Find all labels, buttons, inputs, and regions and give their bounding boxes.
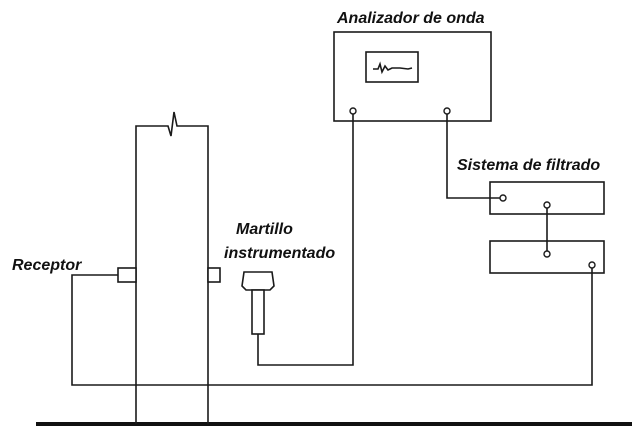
wave-analyzer-label: Analizador de onda (336, 10, 485, 27)
receiver-label: Receptor (12, 257, 82, 274)
wire-receiver-to-filter (71, 268, 593, 386)
analyzer-output-terminal (443, 107, 451, 115)
pile-column (135, 111, 209, 424)
analyzer-input-terminal (349, 107, 357, 115)
hammer-handle (251, 289, 265, 335)
filter-bottom-output-terminal (588, 261, 596, 269)
wire-hammer-to-analyzer (257, 114, 354, 366)
filter-system-label: Sistema de filtrado (457, 157, 600, 174)
opposite-sensor (207, 267, 221, 283)
filter-top-input-terminal (499, 194, 507, 202)
filter-top-link-terminal (543, 201, 551, 209)
hammer-head (241, 271, 275, 291)
hammer-label-line1: Martillo (236, 221, 293, 238)
analyzer-waveform (373, 61, 413, 75)
analyzer-screen (365, 51, 419, 83)
wire-analyzer-to-filter (446, 114, 500, 199)
filter-bottom-link-terminal (543, 250, 551, 258)
hammer-label-line2: instrumentado (224, 245, 335, 262)
receiver-sensor (117, 267, 137, 283)
